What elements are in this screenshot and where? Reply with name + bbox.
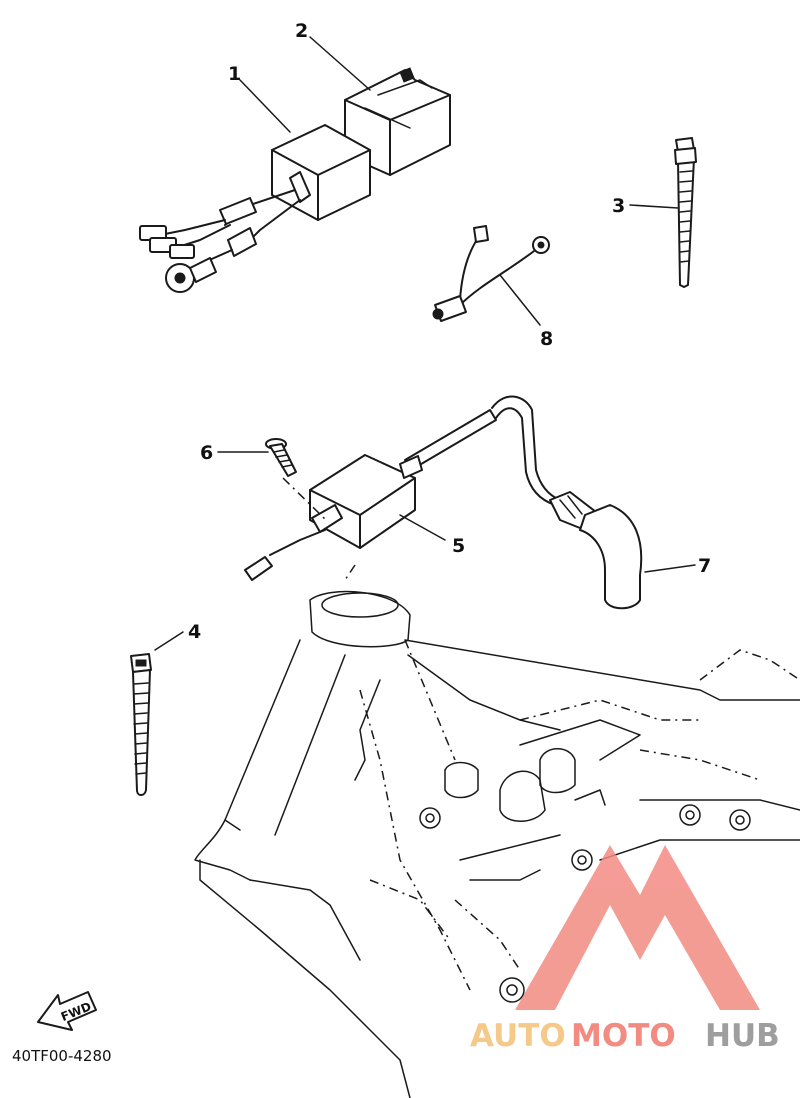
watermark-moto: MOTO xyxy=(571,1018,676,1054)
callout-1: 1 xyxy=(228,63,241,85)
watermark-logo-mark xyxy=(515,845,760,1010)
part-5-ignition-coil xyxy=(244,409,497,581)
callout-4: 4 xyxy=(188,621,201,643)
leader-lines xyxy=(154,36,696,651)
callout-8: 8 xyxy=(540,328,553,350)
callout-6: 6 xyxy=(200,442,213,464)
part-4-cable-tie xyxy=(130,653,152,796)
watermark-wordmark: AUTO MOTO HUB xyxy=(470,1018,780,1054)
watermark-hub: HUB xyxy=(705,1018,780,1054)
callout-5: 5 xyxy=(452,535,465,557)
callout-3: 3 xyxy=(612,195,625,217)
part-3-cable-tie xyxy=(674,137,697,288)
part-8-lead-wire xyxy=(432,225,550,322)
motorcycle-frame xyxy=(194,564,800,1098)
diagram-part-code: 40TF00-4280 xyxy=(12,1047,112,1065)
watermark-auto: AUTO xyxy=(470,1018,566,1054)
part-7-spark-plug-cap xyxy=(491,395,643,610)
callout-7: 7 xyxy=(698,555,711,577)
watermark-logo xyxy=(515,845,760,1010)
part-2-coil-cover xyxy=(344,67,451,176)
callout-2: 2 xyxy=(295,20,308,42)
part-6-screw xyxy=(265,438,297,477)
callout-labels: 1 2 3 4 5 6 7 8 xyxy=(188,20,711,643)
forward-direction-arrow: FWD xyxy=(37,991,97,1031)
part-1-cdi-unit xyxy=(139,124,371,293)
